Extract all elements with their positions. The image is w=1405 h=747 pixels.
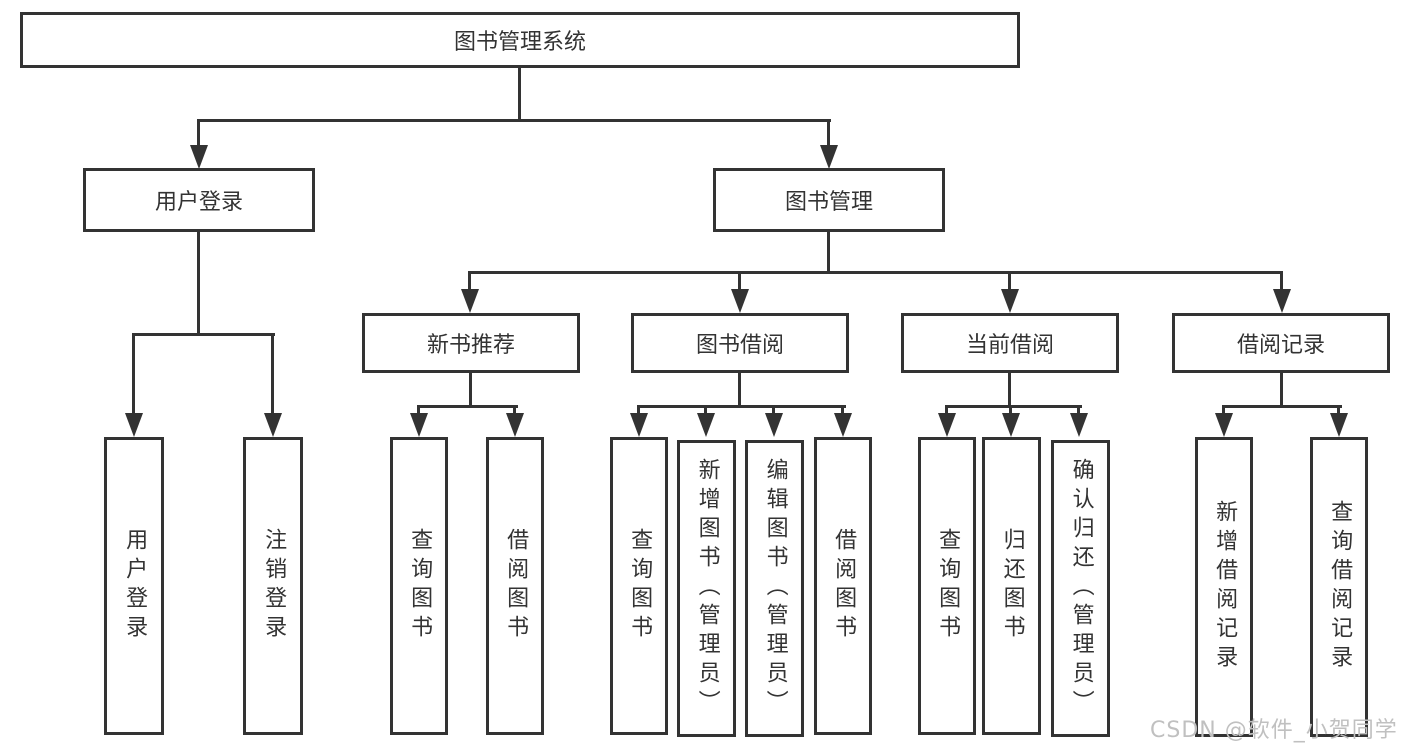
connector-line [637, 405, 846, 408]
arrow-down-icon [1215, 413, 1233, 437]
leaf-return-books: 归还图书 [982, 437, 1041, 735]
connector-line [945, 405, 1082, 408]
connector-line [841, 405, 844, 416]
arrow-down-icon [697, 413, 715, 437]
connector-line [1280, 373, 1283, 408]
arrow-down-icon [1001, 289, 1019, 313]
csdn-watermark: CSDN @软件_小贺同学 [1150, 718, 1398, 743]
arrow-down-icon [1070, 413, 1088, 437]
arrow-down-icon [765, 413, 783, 437]
connector-line [132, 333, 275, 336]
node-label: 确认归还（管理员） [1068, 457, 1094, 720]
node-root-library-management-system: 图书管理系统 [20, 12, 1020, 68]
leaf-query-borrow-record: 查询借阅记录 [1310, 437, 1368, 737]
leaf-logout-login: 注销登录 [243, 437, 303, 735]
node-label: 新增借阅记录 [1212, 499, 1238, 675]
arrow-down-icon [630, 413, 648, 437]
node-label: 查询图书 [627, 527, 653, 645]
node-label: 图书管理系统 [453, 30, 586, 55]
arrow-down-icon [938, 413, 956, 437]
connector-line [945, 405, 948, 416]
connector-line [271, 333, 274, 415]
leaf-add-borrow-record: 新增借阅记录 [1195, 437, 1253, 737]
node-label: 用户登录 [122, 527, 148, 645]
node-borrowing-records: 借阅记录 [1172, 313, 1390, 373]
node-label: 新增图书（管理员） [694, 457, 720, 720]
node-book-borrowing: 图书借阅 [631, 313, 849, 373]
node-label: 查询图书 [407, 527, 433, 645]
leaf-add-books-admin: 新增图书（管理员） [677, 440, 736, 737]
connector-line [738, 271, 741, 291]
arrow-down-icon [264, 413, 282, 437]
arrow-down-icon [461, 289, 479, 313]
arrow-down-icon [1273, 289, 1291, 313]
connector-line [772, 405, 775, 416]
leaf-borrow-books-recommend: 借阅图书 [486, 437, 544, 735]
node-label: 借阅记录 [1236, 333, 1325, 358]
arrow-down-icon [1330, 413, 1348, 437]
connector-line [468, 271, 471, 291]
node-current-borrowing: 当前借阅 [901, 313, 1119, 373]
connector-line [469, 373, 472, 408]
connector-line [637, 405, 640, 416]
connector-line [827, 119, 830, 147]
node-label: 注销登录 [261, 527, 287, 645]
arrow-down-icon [506, 413, 524, 437]
node-label: 查询借阅记录 [1327, 499, 1353, 675]
connector-line [417, 405, 420, 416]
arrow-down-icon [410, 413, 428, 437]
node-label: 图书借阅 [695, 333, 784, 358]
arrow-down-icon [190, 145, 208, 169]
arrow-down-icon [834, 413, 852, 437]
connector-line [1222, 405, 1225, 416]
leaf-query-books-borrow: 查询图书 [610, 437, 668, 735]
arrow-down-icon [125, 413, 143, 437]
connector-line [1222, 405, 1342, 408]
connector-line [738, 373, 741, 408]
leaf-confirm-return-admin: 确认归还（管理员） [1051, 440, 1110, 737]
node-label: 借阅图书 [831, 527, 857, 645]
connector-line [468, 271, 1283, 274]
arrow-down-icon [731, 289, 749, 313]
leaf-borrow-books-borrow: 借阅图书 [814, 437, 872, 735]
connector-line [704, 405, 707, 416]
node-label: 归还图书 [999, 527, 1025, 645]
node-label: 图书管理 [784, 190, 873, 215]
node-user-login: 用户登录 [83, 168, 315, 232]
connector-line [197, 119, 200, 147]
arrow-down-icon [820, 145, 838, 169]
leaf-edit-books-admin: 编辑图书（管理员） [745, 440, 804, 737]
connector-line [827, 232, 830, 274]
node-label: 借阅图书 [503, 527, 529, 645]
arrow-down-icon [1002, 413, 1020, 437]
leaf-query-books-current: 查询图书 [918, 437, 976, 735]
connector-line [132, 333, 135, 415]
node-new-book-recommendation: 新书推荐 [362, 313, 580, 373]
connector-line [513, 405, 516, 416]
node-label: 编辑图书（管理员） [762, 457, 788, 720]
connector-line [1077, 405, 1080, 416]
connector-line [1008, 373, 1011, 408]
leaf-query-books-recommend: 查询图书 [390, 437, 448, 735]
connector-line [417, 405, 518, 408]
node-label: 当前借阅 [965, 333, 1054, 358]
node-label: 查询图书 [935, 527, 961, 645]
node-book-management: 图书管理 [713, 168, 945, 232]
connector-line [518, 68, 521, 122]
node-label: 用户登录 [154, 190, 243, 215]
connector-line [197, 232, 200, 336]
leaf-user-login: 用户登录 [104, 437, 164, 735]
connector-line [197, 119, 831, 122]
node-label: 新书推荐 [426, 333, 515, 358]
connector-line [1337, 405, 1340, 416]
connector-line [1009, 405, 1012, 416]
connector-line [1008, 271, 1011, 291]
connector-line [1280, 271, 1283, 291]
